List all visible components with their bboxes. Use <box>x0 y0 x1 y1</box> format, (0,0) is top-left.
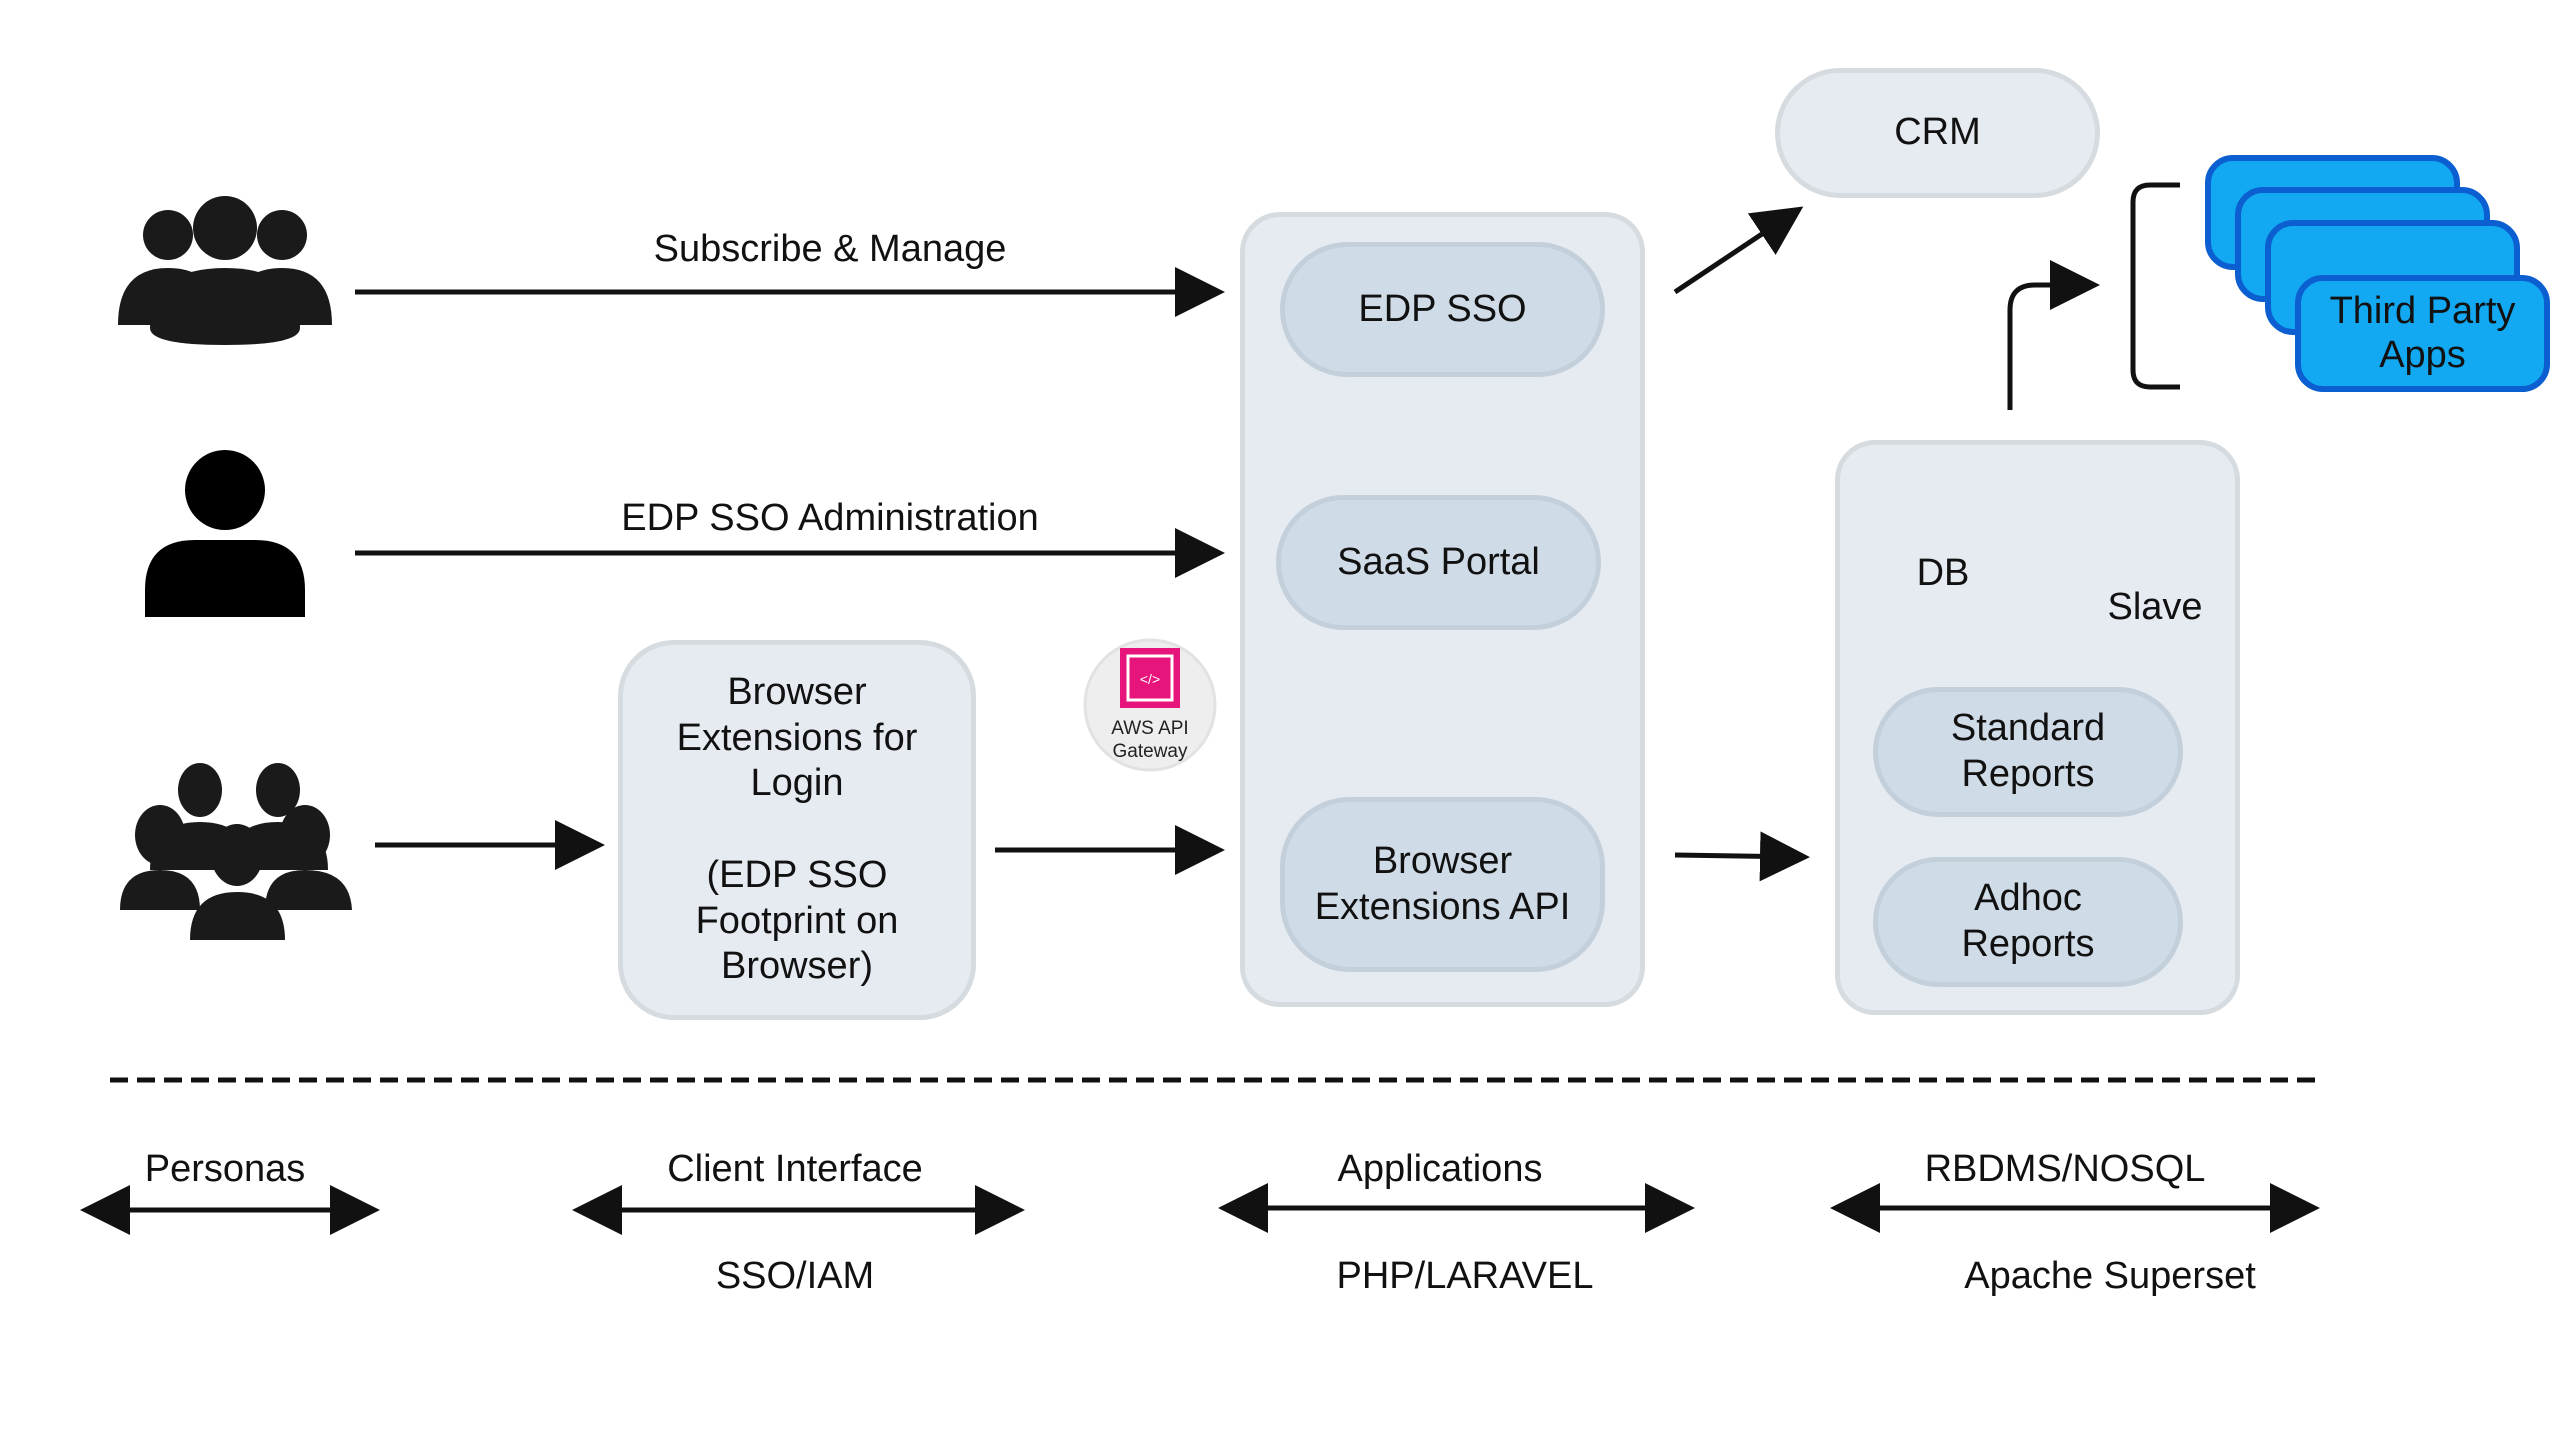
admin-user-icon <box>145 450 305 617</box>
browser-extensions-api-box[interactable]: Browser Extensions API <box>1280 797 1605 972</box>
layer-database-label: RBDMS/NOSQL <box>1924 1148 2206 1190</box>
layer-personas-label: Personas <box>144 1148 306 1190</box>
slave-label: Slave <box>2107 586 2203 628</box>
aws-api-gateway-icon: </> <box>1083 638 1217 772</box>
edp-sso-box[interactable]: EDP SSO <box>1280 242 1605 377</box>
aws-api-gateway-label: AWS API Gateway <box>1111 718 1189 762</box>
layer-applications-label: Applications <box>1337 1148 1543 1190</box>
third-party-bracket <box>2130 182 2180 390</box>
apps-to-crm-arrow <box>1673 206 1804 295</box>
saas-portal-box[interactable]: SaaS Portal <box>1276 495 1601 630</box>
db-to-third-party-arrow <box>2007 260 2100 410</box>
business-users-icon <box>120 763 352 940</box>
layer-client-tech-label: SSO/IAM <box>715 1255 875 1297</box>
svg-text:</>: </> <box>1140 671 1160 687</box>
subscribe-manage-label: Subscribe & Manage <box>653 228 1007 270</box>
crm-box[interactable]: CRM <box>1775 68 2100 198</box>
apps-to-db-arrow <box>1674 831 1810 882</box>
browser-extensions-login-box[interactable]: Browser Extensions for Login (EDP SSO Fo… <box>618 640 976 1020</box>
layer-database-tech-label: Apache Superset <box>1964 1255 2256 1297</box>
db-label: DB <box>1916 552 1970 594</box>
sso-admin-label: EDP SSO Administration <box>621 497 1039 539</box>
third-party-apps-card[interactable]: Third Party Apps <box>2295 275 2550 392</box>
user-group-icon <box>118 196 332 345</box>
layer-client-label: Client Interface <box>667 1148 923 1190</box>
adhoc-reports-box[interactable]: Adhoc Reports <box>1873 857 2183 987</box>
standard-reports-box[interactable]: Standard Reports <box>1873 687 2183 817</box>
layer-applications-tech-label: PHP/LARAVEL <box>1336 1255 1594 1297</box>
